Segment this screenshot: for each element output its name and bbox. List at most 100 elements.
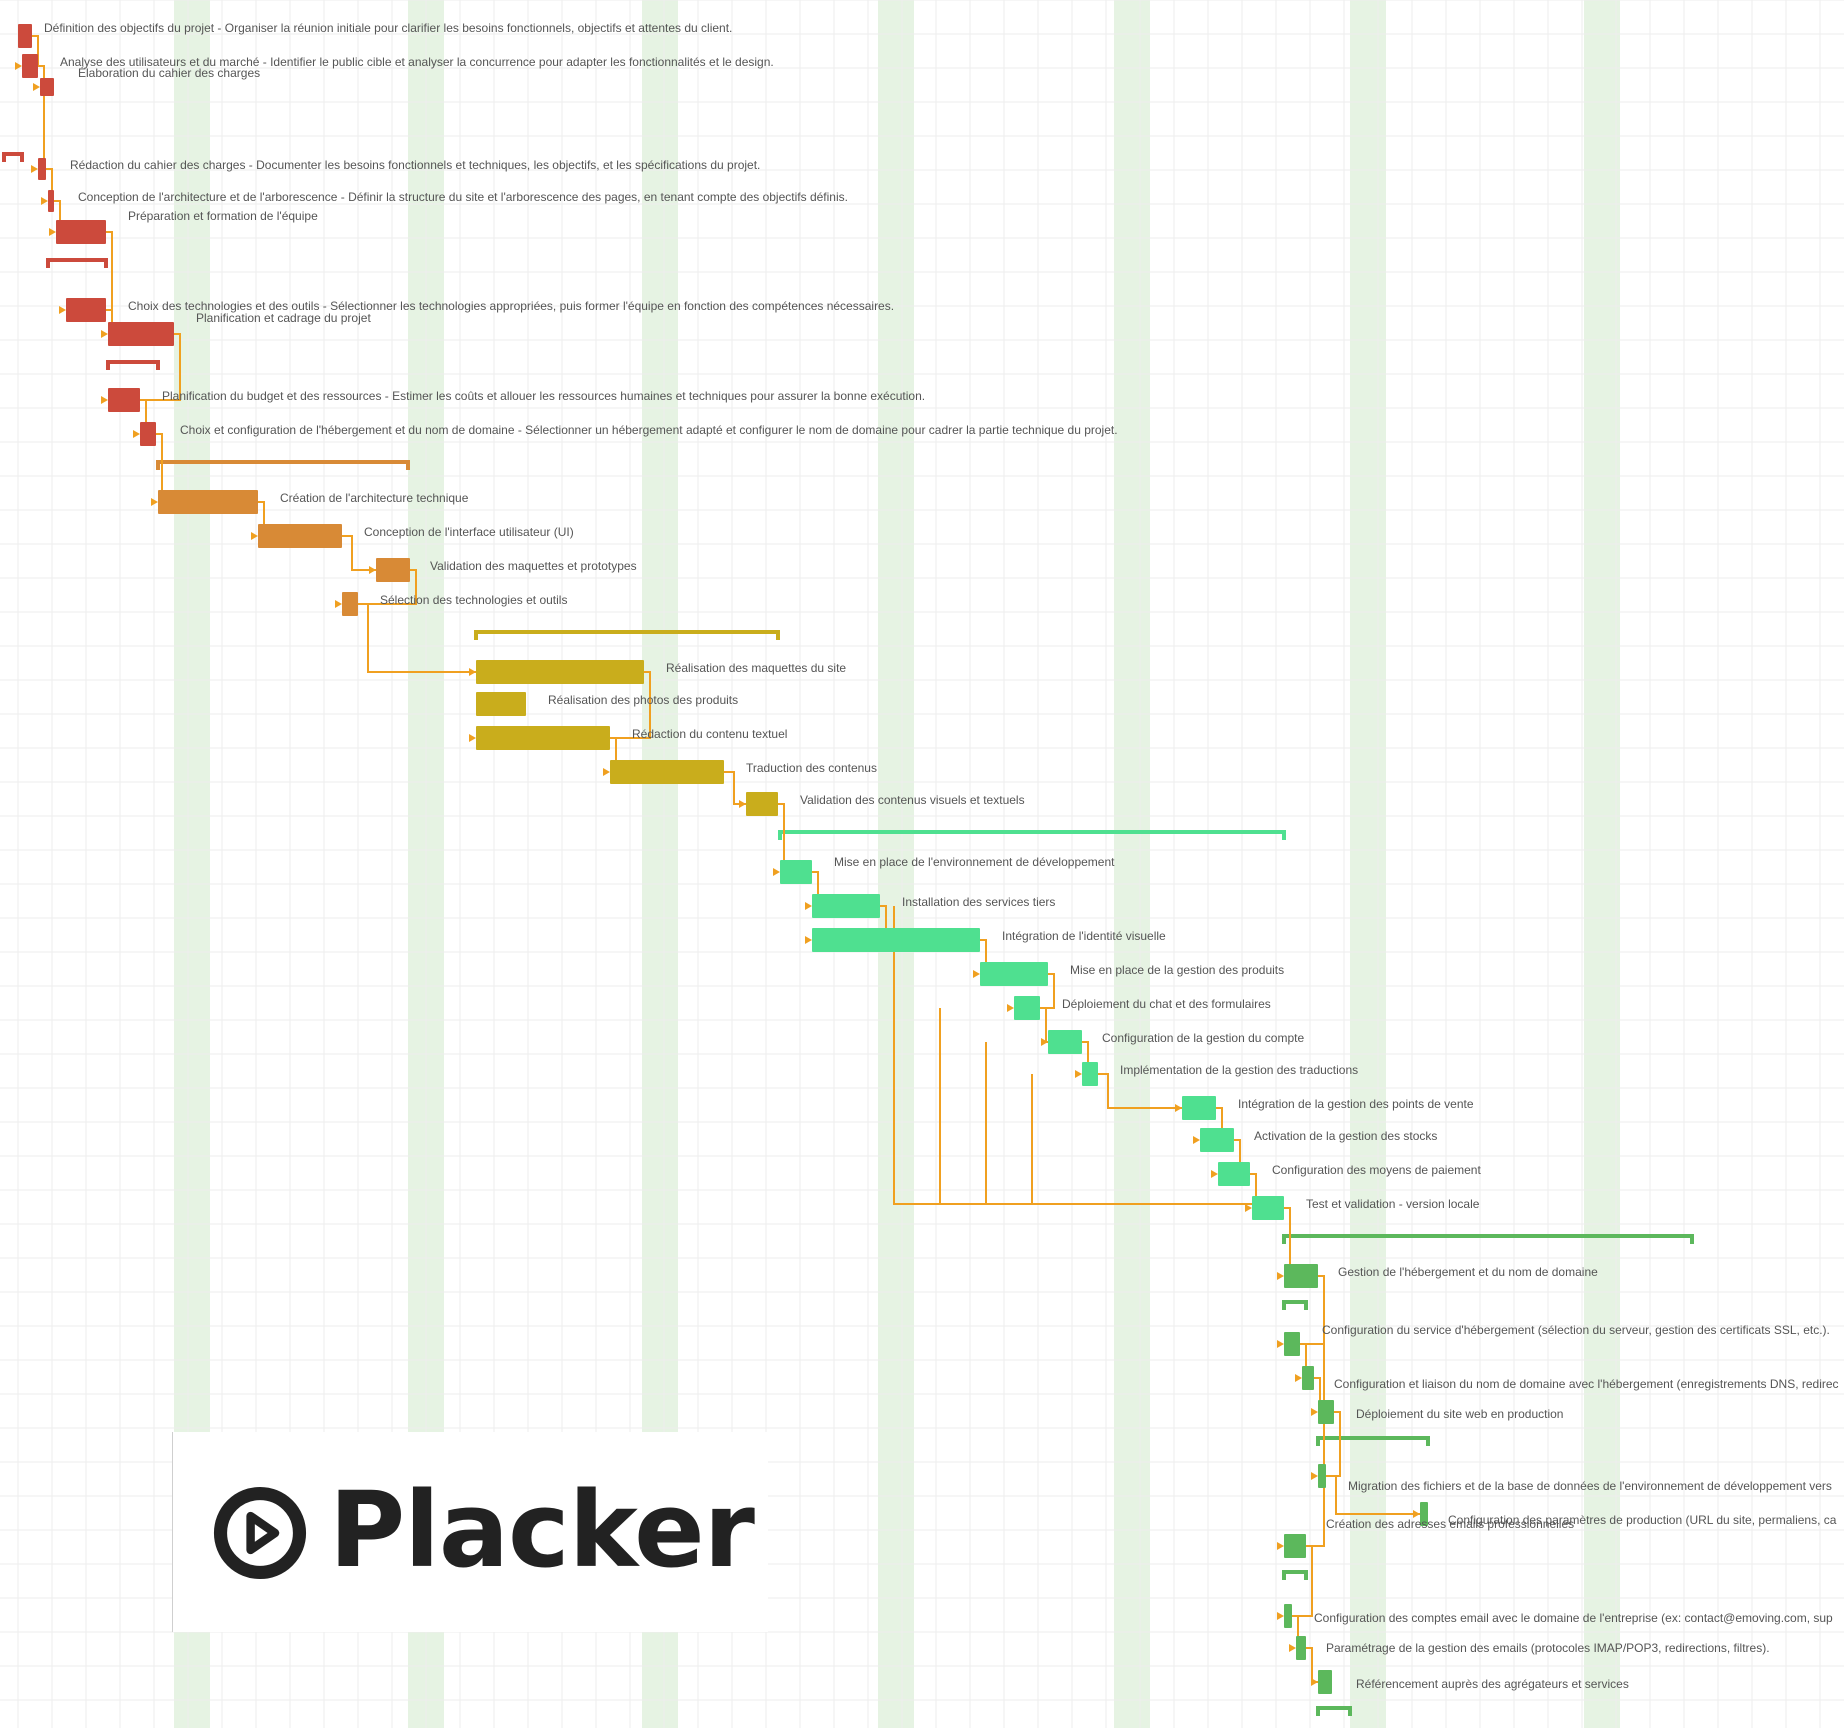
task-bar-40[interactable] <box>1318 1670 1332 1694</box>
brand-name: Placker <box>329 1469 755 1591</box>
dependency-arrow-3 <box>31 165 38 173</box>
task-label-4[interactable]: Rédaction du cahier des charges - Docume… <box>70 158 760 172</box>
task-bar-26[interactable] <box>1082 1062 1098 1086</box>
phase-bracket-2 <box>106 360 160 370</box>
task-label-23[interactable]: Mise en place de la gestion des produits <box>1070 963 1284 977</box>
task-bar-19[interactable] <box>746 792 778 816</box>
task-label-38[interactable]: Configuration des comptes email avec le … <box>1314 1611 1833 1625</box>
task-label-36[interactable]: Configuration des paramètres de producti… <box>1448 1513 1837 1527</box>
task-label-17[interactable]: Rédaction du contenu textuel <box>632 727 787 741</box>
task-label-25[interactable]: Configuration de la gestion du compte <box>1102 1031 1304 1045</box>
task-bar-6[interactable] <box>56 220 106 244</box>
task-label-15[interactable]: Réalisation des maquettes du site <box>666 661 846 675</box>
highlight-column-5 <box>1114 0 1150 1728</box>
task-bar-3[interactable] <box>40 78 54 96</box>
task-bar-27[interactable] <box>1182 1096 1216 1120</box>
task-bar-10[interactable] <box>140 422 156 446</box>
task-bar-21[interactable] <box>812 894 880 918</box>
task-label-8[interactable]: Planification et cadrage du projet <box>196 311 371 325</box>
task-label-21[interactable]: Installation des services tiers <box>902 895 1055 909</box>
task-label-14[interactable]: Sélection des technologies et outils <box>380 593 567 607</box>
task-bar-9[interactable] <box>108 388 140 412</box>
task-bar-35[interactable] <box>1318 1464 1326 1488</box>
task-bar-38[interactable] <box>1284 1604 1292 1628</box>
task-bar-28[interactable] <box>1200 1128 1234 1152</box>
task-label-39[interactable]: Paramétrage de la gestion des emails (pr… <box>1326 1641 1770 1655</box>
task-label-22[interactable]: Intégration de l'identité visuelle <box>1002 929 1166 943</box>
task-label-24[interactable]: Déploiement du chat et des formulaires <box>1062 997 1271 1011</box>
task-label-7[interactable]: Choix des technologies et des outils - S… <box>128 299 894 313</box>
task-label-5[interactable]: Conception de l'architecture et de l'arb… <box>78 190 848 204</box>
dependency-link-13 <box>342 569 417 605</box>
task-bar-30[interactable] <box>1252 1196 1284 1220</box>
dependency-arrow-1 <box>15 62 22 70</box>
task-label-19[interactable]: Validation des contenus visuels et textu… <box>800 793 1025 807</box>
task-bar-4[interactable] <box>38 158 46 180</box>
highlight-column-4 <box>878 0 914 1728</box>
task-bar-33[interactable] <box>1302 1366 1314 1390</box>
task-label-26[interactable]: Implémentation de la gestion des traduct… <box>1120 1063 1358 1077</box>
task-label-11[interactable]: Création de l'architecture technique <box>280 491 469 505</box>
dependency-arrow-21 <box>973 970 980 978</box>
dependency-arrow-6 <box>59 306 66 314</box>
task-bar-11[interactable] <box>158 490 258 514</box>
task-bar-34[interactable] <box>1318 1400 1334 1424</box>
task-label-2[interactable]: Analyse des utilisateurs et du marché - … <box>60 55 774 69</box>
task-bar-20[interactable] <box>780 860 812 884</box>
task-label-33[interactable]: Configuration et liaison du nom de domai… <box>1334 1377 1839 1391</box>
dependency-arrow-20 <box>805 936 812 944</box>
task-bar-22[interactable] <box>812 928 980 952</box>
task-label-18[interactable]: Traduction des contenus <box>746 761 877 775</box>
task-bar-23[interactable] <box>980 962 1048 986</box>
task-bar-32[interactable] <box>1284 1332 1300 1356</box>
phase-bracket-11 <box>1316 1706 1352 1716</box>
dependency-arrow-37 <box>1289 1644 1296 1652</box>
task-label-10[interactable]: Choix et configuration de l'hébergement … <box>180 423 1118 437</box>
dependency-arrow-4 <box>41 197 48 205</box>
placker-logo-icon <box>213 1486 307 1580</box>
task-label-32[interactable]: Configuration du service d'hébergement (… <box>1322 1323 1830 1337</box>
task-bar-15[interactable] <box>476 660 644 684</box>
task-label-28[interactable]: Activation de la gestion des stocks <box>1254 1129 1437 1143</box>
task-bar-39[interactable] <box>1296 1636 1306 1660</box>
task-bar-2[interactable] <box>22 54 38 78</box>
dependency-arrow-2 <box>33 83 40 91</box>
task-label-1[interactable]: Définition des objectifs du projet - Org… <box>44 21 732 35</box>
task-label-30[interactable]: Test et validation - version locale <box>1306 1197 1480 1211</box>
task-bar-5[interactable] <box>48 190 54 212</box>
task-bar-29[interactable] <box>1218 1162 1250 1186</box>
task-bar-25[interactable] <box>1048 1030 1082 1054</box>
dependency-arrow-32 <box>1311 1408 1318 1416</box>
task-label-34[interactable]: Déploiement du site web en production <box>1356 1407 1563 1421</box>
task-label-40[interactable]: Référencement auprès des agrégateurs et … <box>1356 1677 1629 1691</box>
highlight-column-6 <box>1350 0 1386 1728</box>
task-label-3[interactable]: Élaboration du cahier des charges <box>78 65 260 80</box>
task-bar-12[interactable] <box>258 524 342 548</box>
task-bar-17[interactable] <box>476 726 610 750</box>
task-label-6[interactable]: Préparation et formation de l'équipe <box>128 209 318 223</box>
task-label-29[interactable]: Configuration des moyens de paiement <box>1272 1163 1481 1177</box>
task-label-37[interactable]: Création des adresses emails professionn… <box>1326 1517 1574 1531</box>
task-bar-1[interactable] <box>18 24 32 48</box>
task-bar-14[interactable] <box>342 592 358 616</box>
task-bar-24[interactable] <box>1014 996 1040 1020</box>
dependency-arrow-35 <box>1277 1542 1284 1550</box>
task-bar-16[interactable] <box>476 692 526 716</box>
task-label-16[interactable]: Réalisation des photos des produits <box>548 693 738 707</box>
task-label-31[interactable]: Gestion de l'hébergement et du nom de do… <box>1338 1265 1598 1279</box>
task-label-20[interactable]: Mise en place de l'environnement de déve… <box>834 855 1115 869</box>
dependency-arrow-11 <box>251 532 258 540</box>
task-bar-31[interactable] <box>1284 1264 1318 1288</box>
task-label-13[interactable]: Validation des maquettes et prototypes <box>430 559 637 573</box>
task-label-27[interactable]: Intégration de la gestion des points de … <box>1238 1097 1474 1111</box>
task-bar-8[interactable] <box>108 322 174 346</box>
task-label-9[interactable]: Planification du budget et des ressource… <box>162 389 925 403</box>
task-label-12[interactable]: Conception de l'interface utilisateur (U… <box>364 525 574 539</box>
task-bar-36[interactable] <box>1420 1502 1428 1526</box>
task-bar-37[interactable] <box>1284 1534 1306 1558</box>
dependency-arrow-19 <box>805 902 812 910</box>
task-bar-7[interactable] <box>66 298 106 322</box>
task-bar-13[interactable] <box>376 558 410 582</box>
task-label-35[interactable]: Migration des fichiers et de la base de … <box>1348 1479 1832 1493</box>
task-bar-18[interactable] <box>610 760 724 784</box>
